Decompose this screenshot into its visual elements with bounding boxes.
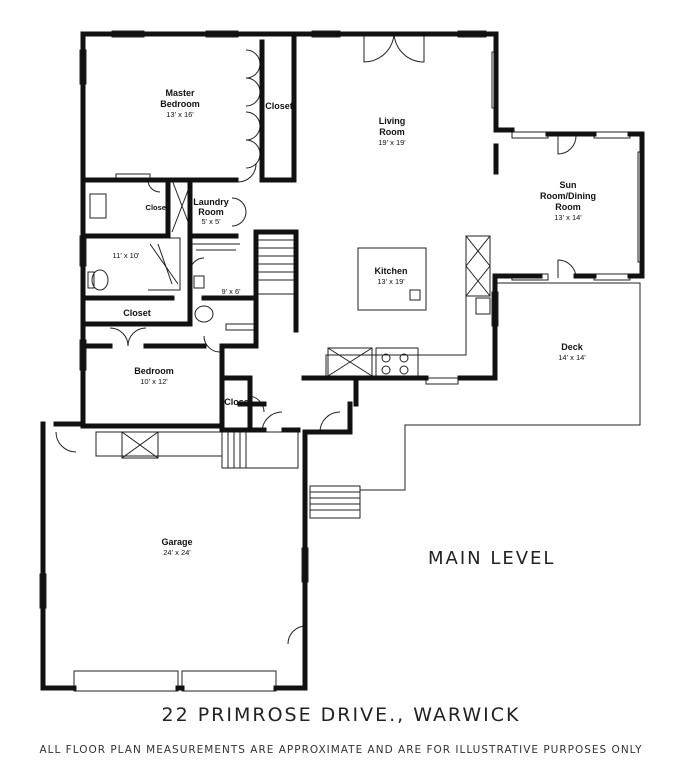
master-closet-label: Closet: [265, 101, 293, 111]
deck-name: Deck: [561, 342, 584, 352]
sun-room-name-1: Sun: [560, 180, 577, 190]
garage-dims: 24' x 24': [163, 548, 191, 557]
garage-name: Garage: [161, 537, 192, 547]
level-label: MAIN LEVEL: [428, 548, 555, 569]
sun-room-name-3: Room: [555, 202, 581, 212]
living-room-dims: 19' x 19': [378, 138, 406, 147]
sun-room-dims: 13' x 14': [554, 213, 582, 222]
hall-closet-label: Closet: [123, 308, 151, 318]
deck-dims: 14' x 14': [558, 353, 586, 362]
door-swings: [55, 31, 577, 645]
laundry-dims: 5' x 5': [201, 217, 221, 226]
room-labels: Master Bedroom 13' x 16' Closet Living R…: [113, 88, 596, 569]
sun-room-name-2: Room/Dining: [540, 191, 596, 201]
main-bath-dims: 11' x 10': [113, 251, 140, 260]
disclaimer: ALL FLOOR PLAN MEASUREMENTS ARE APPROXIM…: [39, 744, 643, 756]
small-bath-dims: 9' x 6': [221, 287, 241, 296]
bedroom-name: Bedroom: [134, 366, 174, 376]
thin-lines: [87, 45, 641, 519]
master-bedroom-name-2: Bedroom: [160, 99, 200, 109]
kitchen-dims: 13' x 19': [377, 277, 405, 286]
laundry-name-2: Room: [198, 207, 224, 217]
living-room-name-2: Room: [379, 127, 405, 137]
kitchen-name: Kitchen: [374, 266, 407, 276]
master-bedroom-name-1: Master: [165, 88, 195, 98]
bath-closet-label: Closet: [146, 203, 169, 212]
address: 22 PRIMROSE DRIVE., WARWICK: [161, 704, 521, 726]
master-bedroom-dims: 13' x 16': [166, 110, 194, 119]
entry-closet-label: Closet: [224, 397, 252, 407]
walls: [40, 31, 645, 691]
windows: [39, 30, 645, 692]
bedroom-dims: 10' x 12': [140, 377, 168, 386]
laundry-name-1: Laundry: [193, 197, 229, 207]
living-room-name-1: Living: [379, 116, 406, 126]
